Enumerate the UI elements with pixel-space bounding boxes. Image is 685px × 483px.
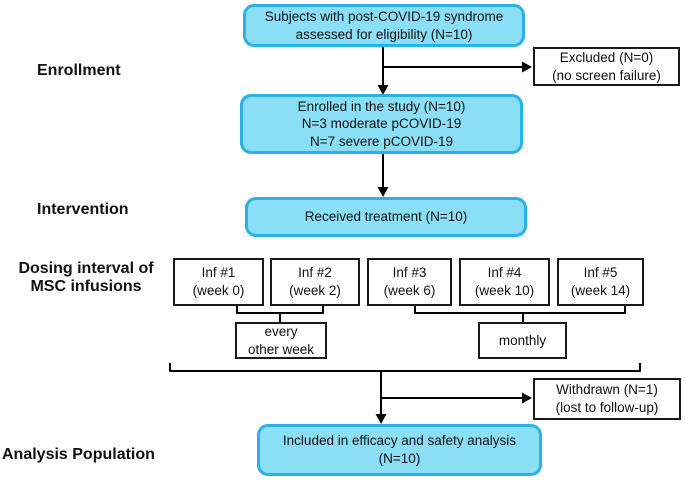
box-infusion-5-line2: (week 14) xyxy=(570,283,631,298)
box-infusion-5: Inf #5 (week 14) xyxy=(557,258,644,306)
arrowhead-down-3 xyxy=(375,414,387,424)
box-withdrawn-line1: Withdrawn (N=1) xyxy=(556,382,658,398)
arrowhead-right-excluded xyxy=(522,61,532,73)
box-infusion-1: Inf #1 (week 0) xyxy=(173,258,264,306)
box-every-other-week-line1: every xyxy=(264,323,298,339)
box-excluded: Excluded (N=0) (no screen failure) xyxy=(533,47,680,86)
arrowhead-right-withdrawn xyxy=(522,392,532,404)
stage-label-dosing-line1: Dosing interval of xyxy=(18,260,154,277)
box-received-treatment-line1: Received treatment (N=10) xyxy=(304,209,468,225)
box-monthly: monthly xyxy=(478,322,567,359)
box-infusion-4: Inf #4 (week 10) xyxy=(459,258,550,306)
stage-label-dosing-line2: MSC infusions xyxy=(30,278,142,296)
box-excluded-line2: (no screen failure) xyxy=(552,67,661,83)
bracket-span xyxy=(169,363,641,372)
box-infusion-1-line2: (week 0) xyxy=(192,283,245,298)
box-monthly-line1: monthly xyxy=(498,332,547,348)
box-analysis-included-line2: (N=10) xyxy=(378,451,421,466)
box-enrolled-line1: Enrolled in the study (N=10) xyxy=(297,98,466,114)
box-received-treatment: Received treatment (N=10) xyxy=(245,197,527,237)
box-infusion-5-line1: Inf #5 xyxy=(583,265,618,281)
box-infusion-3-line1: Inf #3 xyxy=(392,265,427,281)
box-withdrawn-line2: (lost to follow-up) xyxy=(555,400,659,415)
box-analysis-included-line1: Included in efficacy and safety analysis xyxy=(282,433,517,449)
stage-label-intervention: Intervention xyxy=(37,201,129,218)
box-infusion-1-line1: Inf #1 xyxy=(201,265,236,281)
box-eligibility: Subjects with post-COVID-19 syndrome ass… xyxy=(243,4,525,47)
box-every-other-week-line2: other week xyxy=(247,341,315,357)
arrowhead-down-2 xyxy=(377,187,389,197)
box-analysis-included: Included in efficacy and safety analysis… xyxy=(257,424,542,476)
box-infusion-4-line2: (week 10) xyxy=(474,283,535,298)
box-enrolled: Enrolled in the study (N=10) N=3 moderat… xyxy=(240,94,523,154)
box-infusion-2-line1: Inf #2 xyxy=(298,265,332,281)
box-every-other-week: every other week xyxy=(235,322,327,359)
box-infusion-4-line1: Inf #4 xyxy=(487,265,522,281)
box-infusion-2-line2: (week 2) xyxy=(289,283,341,298)
box-eligibility-line2: assessed for eligibility (N=10) xyxy=(295,26,473,42)
box-infusion-2: Inf #2 (week 2) xyxy=(270,258,360,306)
bracket-biweekly xyxy=(236,304,324,323)
bracket-monthly xyxy=(414,304,626,323)
stage-label-enrollment: Enrollment xyxy=(37,62,121,79)
box-withdrawn: Withdrawn (N=1) (lost to follow-up) xyxy=(533,378,681,420)
stage-label-analysis-population: Analysis Population xyxy=(2,446,155,463)
box-infusion-3: Inf #3 (week 6) xyxy=(367,258,452,306)
box-excluded-line1: Excluded (N=0) xyxy=(559,49,654,65)
box-infusion-3-line2: (week 6) xyxy=(383,283,436,298)
box-enrolled-line3: N=7 severe pCOVID-19 xyxy=(310,133,453,149)
box-enrolled-line2: N=3 moderate pCOVID-19 xyxy=(301,116,462,132)
stage-label-dosing-interval: Dosing interval of MSC infusions xyxy=(4,260,168,297)
box-eligibility-line1: Subjects with post-COVID-19 syndrome xyxy=(264,8,504,24)
